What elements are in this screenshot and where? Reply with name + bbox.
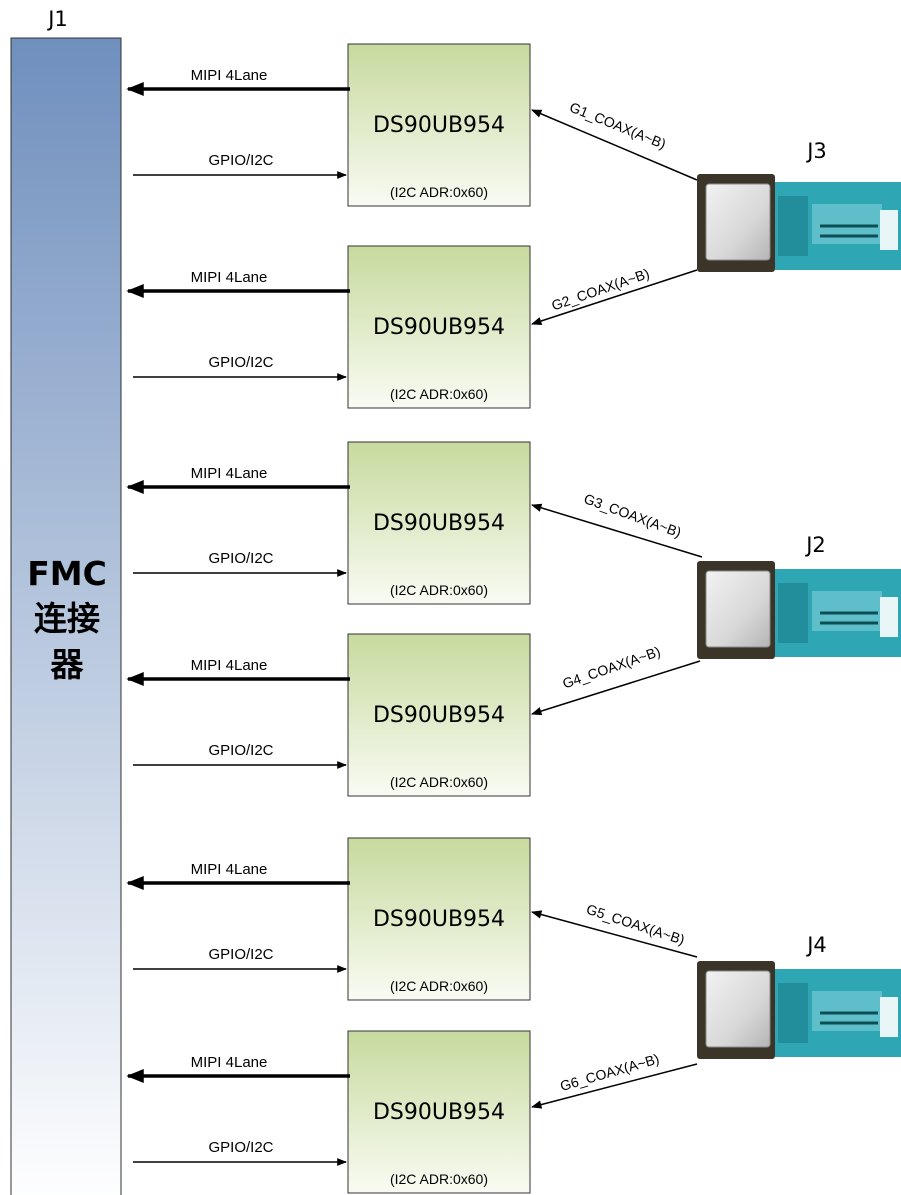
deserializer-block: DS90UB954 (I2C ADR:0x60) MIPI 4LaneGPIO/I2… [128,634,530,796]
connector-tip [880,997,898,1037]
coax-label: G4_COAX(A~B) [560,643,662,691]
coax-connector: J2 [697,533,901,659]
deserializer-address: (I2C ADR:0x60) [390,1171,488,1187]
connector-tip [880,210,898,250]
mipi-label: MIPI 4Lane [191,1054,268,1071]
deserializer-block: DS90UB954 (I2C ADR:0x60) MIPI 4LaneGPIO/I2… [128,442,530,604]
deserializer-address: (I2C ADR:0x60) [390,774,488,790]
coax-connector-ref: J2 [804,533,826,557]
fmc-label-line-1: FMC [27,554,107,593]
gpio-label: GPIO/I2C [208,1139,273,1156]
deserializer-name: DS90UB954 [373,907,505,932]
connector-housing [706,571,770,647]
deserializer-address: (I2C ADR:0x60) [390,582,488,598]
connector-tip [880,597,898,637]
mipi-label: MIPI 4Lane [191,465,268,482]
connector-housing [706,184,770,260]
deserializer-address: (I2C ADR:0x60) [390,386,488,402]
mipi-label: MIPI 4Lane [191,861,268,878]
coax-label: G3_COAX(A~B) [582,490,684,540]
connector-highlight [812,204,882,244]
gpio-label: GPIO/I2C [208,550,273,567]
fmc-connector-ref: J1 [46,7,68,31]
coax-connector-ref: J4 [805,933,827,957]
gpio-label: GPIO/I2C [208,946,273,963]
coax-connector: J3 [697,139,901,272]
deserializer-block: DS90UB954 (I2C ADR:0x60) MIPI 4LaneGPIO/I2… [128,246,530,408]
coax-connector-ref: J3 [805,139,827,163]
deserializer-name: DS90UB954 [373,1100,505,1125]
deserializer-address: (I2C ADR:0x60) [390,978,488,994]
connector-highlight [812,591,882,631]
deserializer-block: DS90UB954 (I2C ADR:0x60) MIPI 4LaneGPIO/I2… [128,838,530,1000]
gpio-label: GPIO/I2C [208,152,273,169]
coax-label: G1_COAX(A~B) [567,99,668,152]
coax-connector-list: J3J2J4G1_COAX(A~B)G2_COAX(A~B)G3_COAX(A~… [532,99,901,1107]
deserializer-list: DS90UB954(I2C ADR:0x60)MIPI 4LaneGPIO/I2… [128,44,530,1193]
connector-highlight [812,991,882,1031]
deserializer-name: DS90UB954 [373,113,505,138]
connector-latch [778,583,808,643]
coax-connector: J4 [697,933,901,1059]
mipi-label: MIPI 4Lane [191,67,268,84]
deserializer-address: (I2C ADR:0x60) [390,184,488,200]
deserializer-block: DS90UB954 (I2C ADR:0x60) MIPI 4LaneGPIO/I2… [128,44,530,206]
connector-latch [778,196,808,256]
connector-housing [706,971,770,1047]
mipi-label: MIPI 4Lane [191,657,268,674]
deserializer-name: DS90UB954 [373,703,505,728]
connector-latch [778,983,808,1043]
deserializer-name: DS90UB954 [373,315,505,340]
gpio-label: GPIO/I2C [208,354,273,371]
deserializer-name: DS90UB954 [373,511,505,536]
fmc-label-line-2: 连接 [34,599,100,638]
gpio-label: GPIO/I2C [208,742,273,759]
mipi-label: MIPI 4Lane [191,269,268,286]
fmc-label-line-3: 器 [51,645,85,684]
deserializer-block: DS90UB954 (I2C ADR:0x60) MIPI 4LaneGPIO/I2… [128,1031,530,1193]
